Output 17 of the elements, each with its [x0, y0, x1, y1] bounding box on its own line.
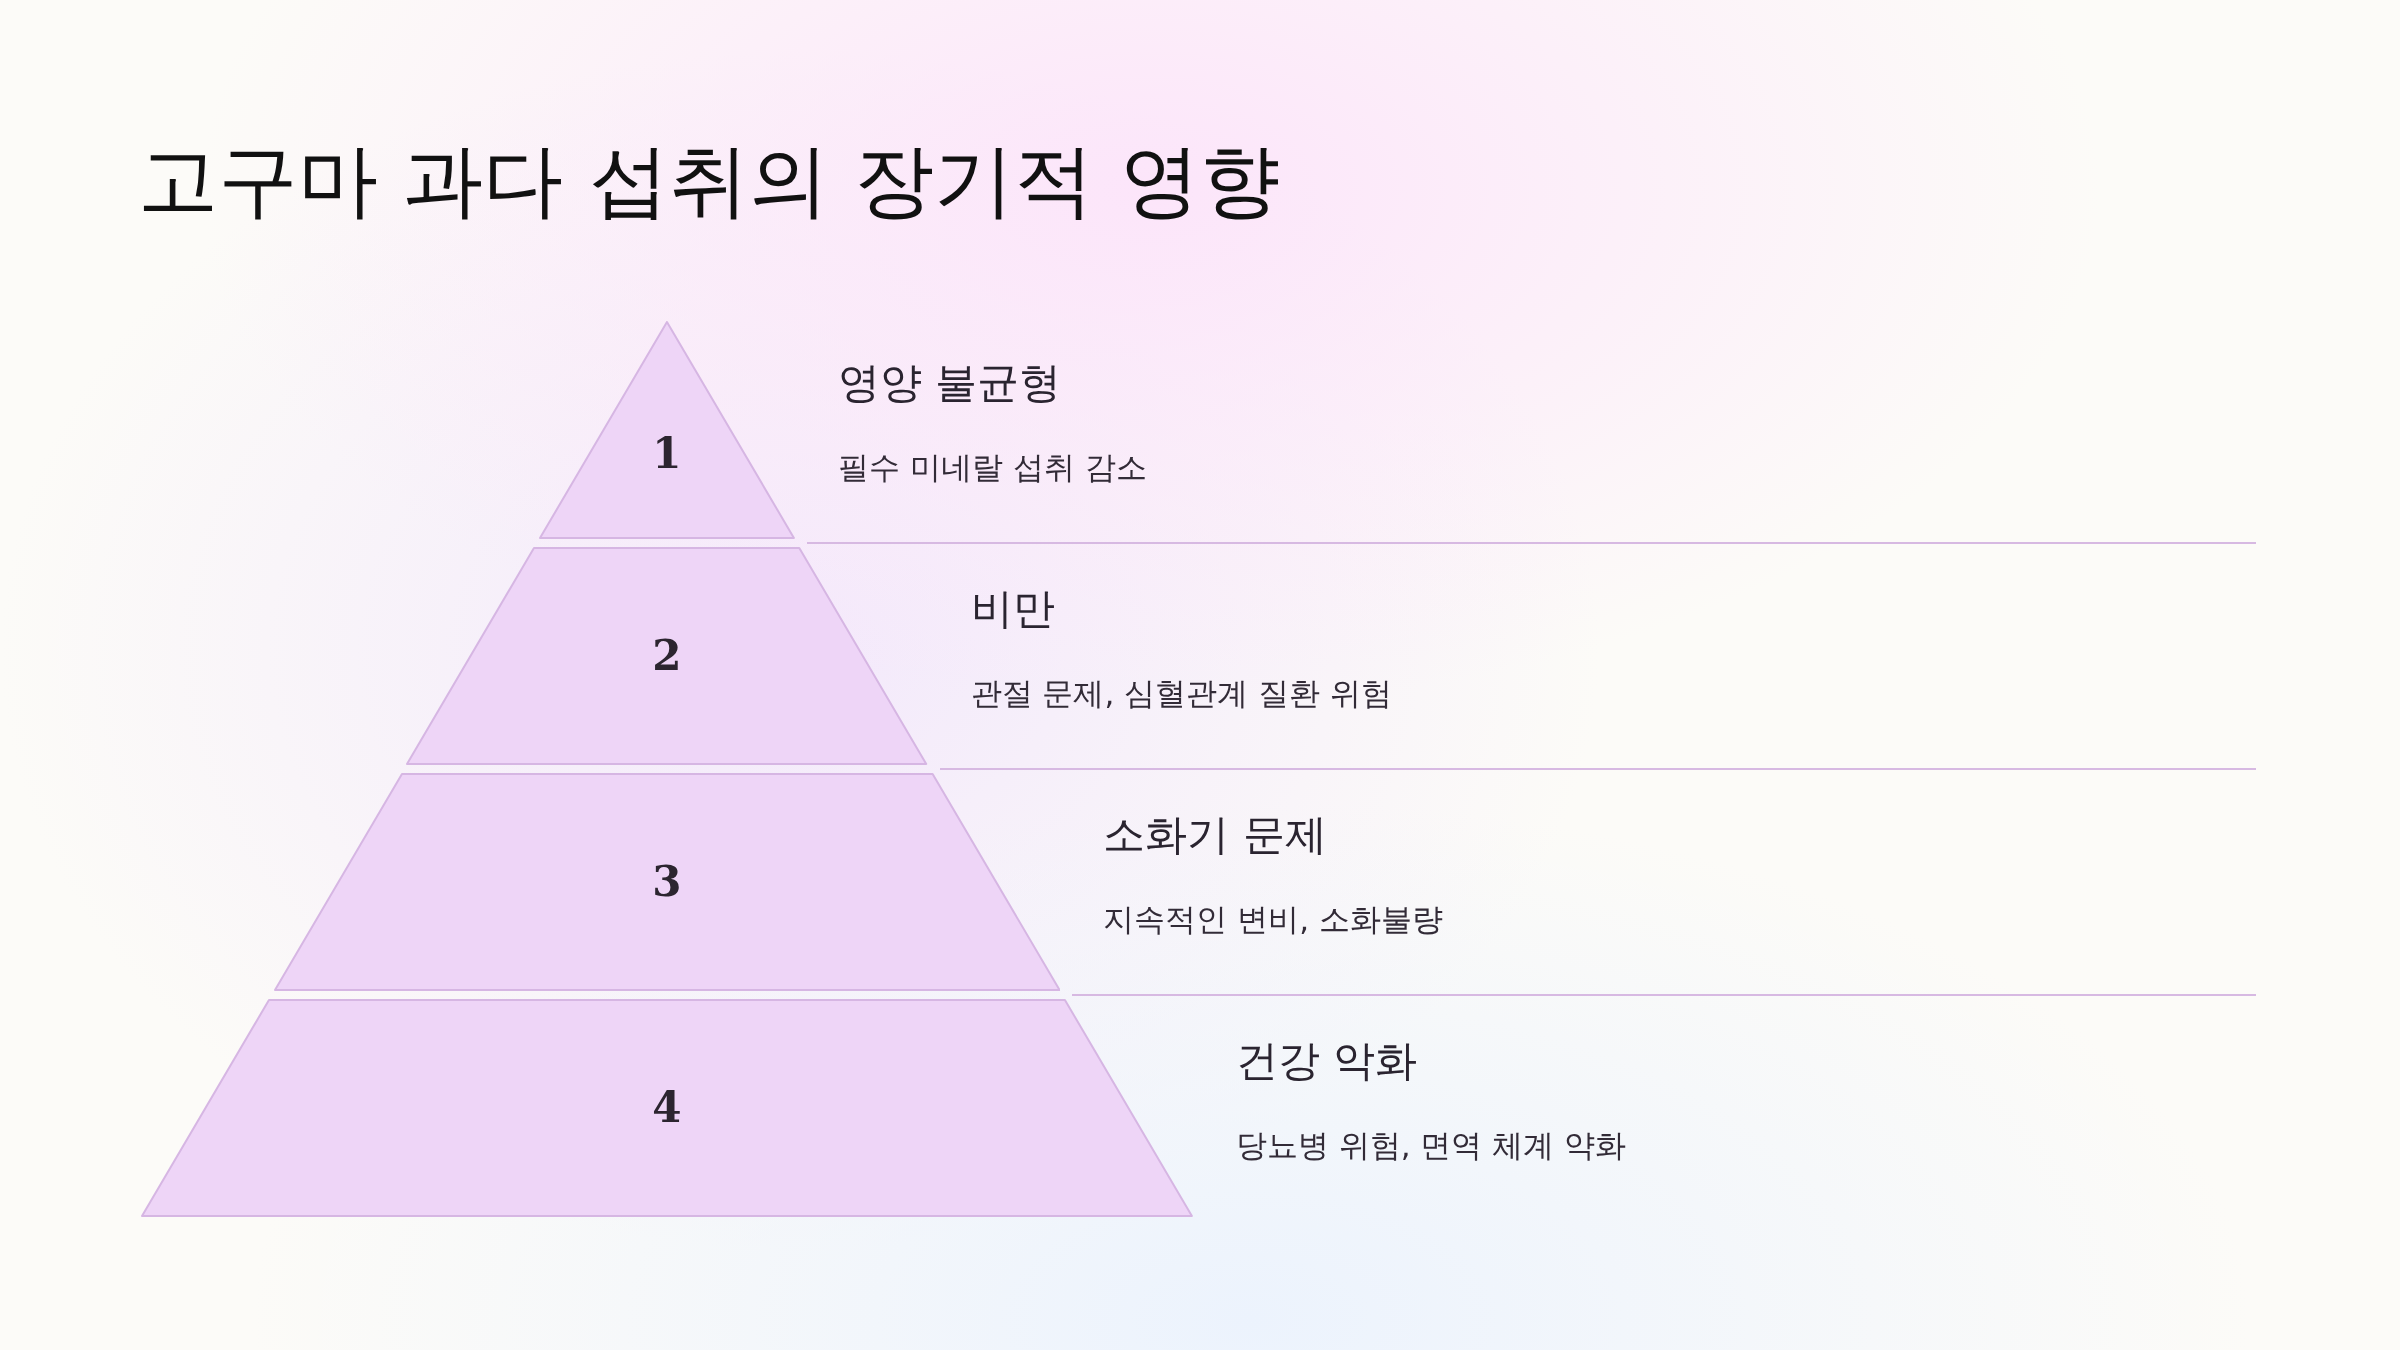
tier-heading: 영양 불균형: [837, 357, 1062, 409]
pyramid-top-triangle: [539, 321, 795, 539]
tier-description: 필수 미네랄 섭취 감소: [837, 449, 1147, 487]
tier-description: 당뇨병 위험, 면역 체계 약화: [1235, 1127, 1627, 1165]
pyramid-tier: [141, 999, 1193, 1217]
tier-number: 1: [652, 430, 682, 478]
tier-number: 3: [652, 858, 682, 906]
tier-number: 4: [652, 1084, 682, 1132]
pyramid-tier: [273, 773, 1061, 991]
tier-heading: 건강 악화: [1235, 1035, 1418, 1087]
tier-description: 지속적인 변비, 소화불량: [1103, 901, 1443, 939]
pyramid-tier: [406, 547, 928, 765]
tier-number: 2: [652, 632, 682, 680]
title: 고구마 과다 섭취의 장기적 영향: [138, 133, 1280, 229]
tier-description: 관절 문제, 심혈관계 질환 위험: [970, 675, 1392, 713]
tier-heading: 비만: [970, 583, 1055, 635]
tier-heading: 소화기 문제: [1103, 809, 1327, 861]
